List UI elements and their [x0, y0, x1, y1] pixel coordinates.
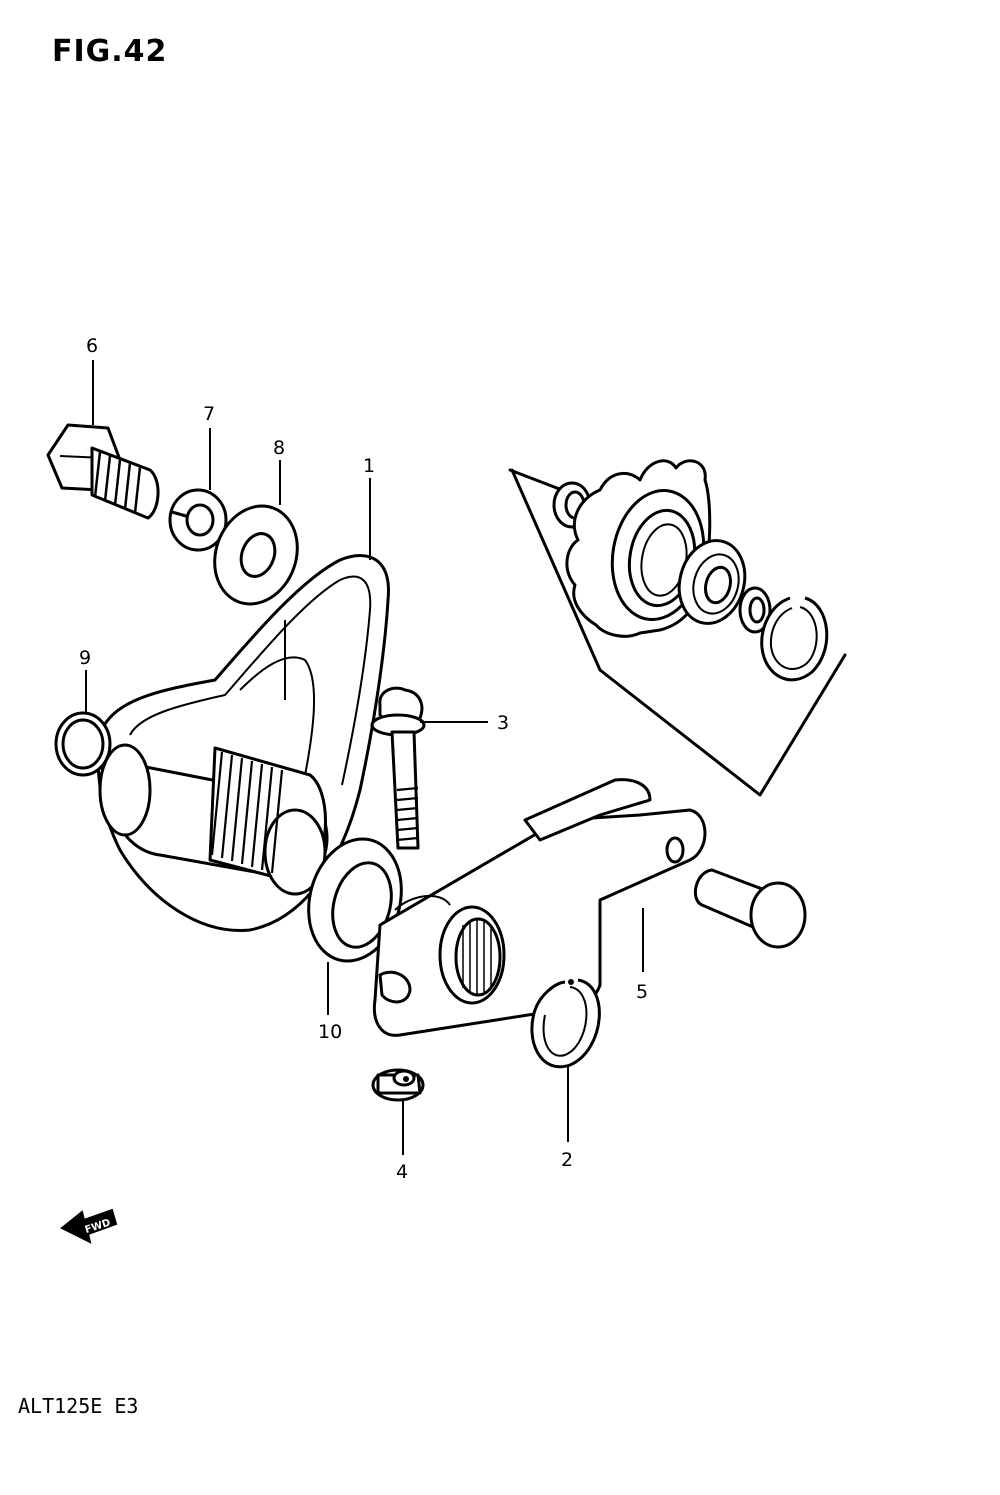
ball-bearing [677, 539, 747, 625]
part-2-circlip [530, 978, 601, 1069]
callout-2: 2 [561, 1149, 573, 1171]
callout-8: 8 [273, 437, 285, 459]
callout-6: 6 [86, 335, 98, 357]
fwd-arrow-icon: FWD [60, 1208, 118, 1244]
callout-10: 10 [318, 1021, 342, 1043]
leader-lines [85, 360, 644, 1155]
model-code: ALT125E E3 [18, 1394, 139, 1418]
part-4-flange-nut [371, 1068, 425, 1102]
callout-1: 1 [363, 455, 375, 477]
part-1-splined-tube [98, 743, 329, 896]
bearing-spacer [738, 586, 772, 634]
part-7-lock-washer [168, 488, 228, 552]
callout-4: 4 [396, 1161, 408, 1183]
part-3-flange-bolt [370, 686, 426, 850]
idler-pin [693, 868, 807, 949]
callout-9: 9 [79, 647, 91, 669]
part-6-hex-bolt [46, 423, 160, 520]
callout-3: 3 [497, 712, 509, 734]
sprocket-circlip [760, 596, 829, 682]
part-8-flat-washer [213, 504, 299, 606]
part-5-tensioner-arm [372, 778, 707, 1037]
part-9-o-ring [54, 711, 112, 777]
callout-5: 5 [636, 981, 648, 1003]
sprocket-assembly-inset [508, 459, 847, 797]
callout-7: 7 [203, 403, 215, 425]
figure-title: FIG.42 [52, 34, 168, 69]
